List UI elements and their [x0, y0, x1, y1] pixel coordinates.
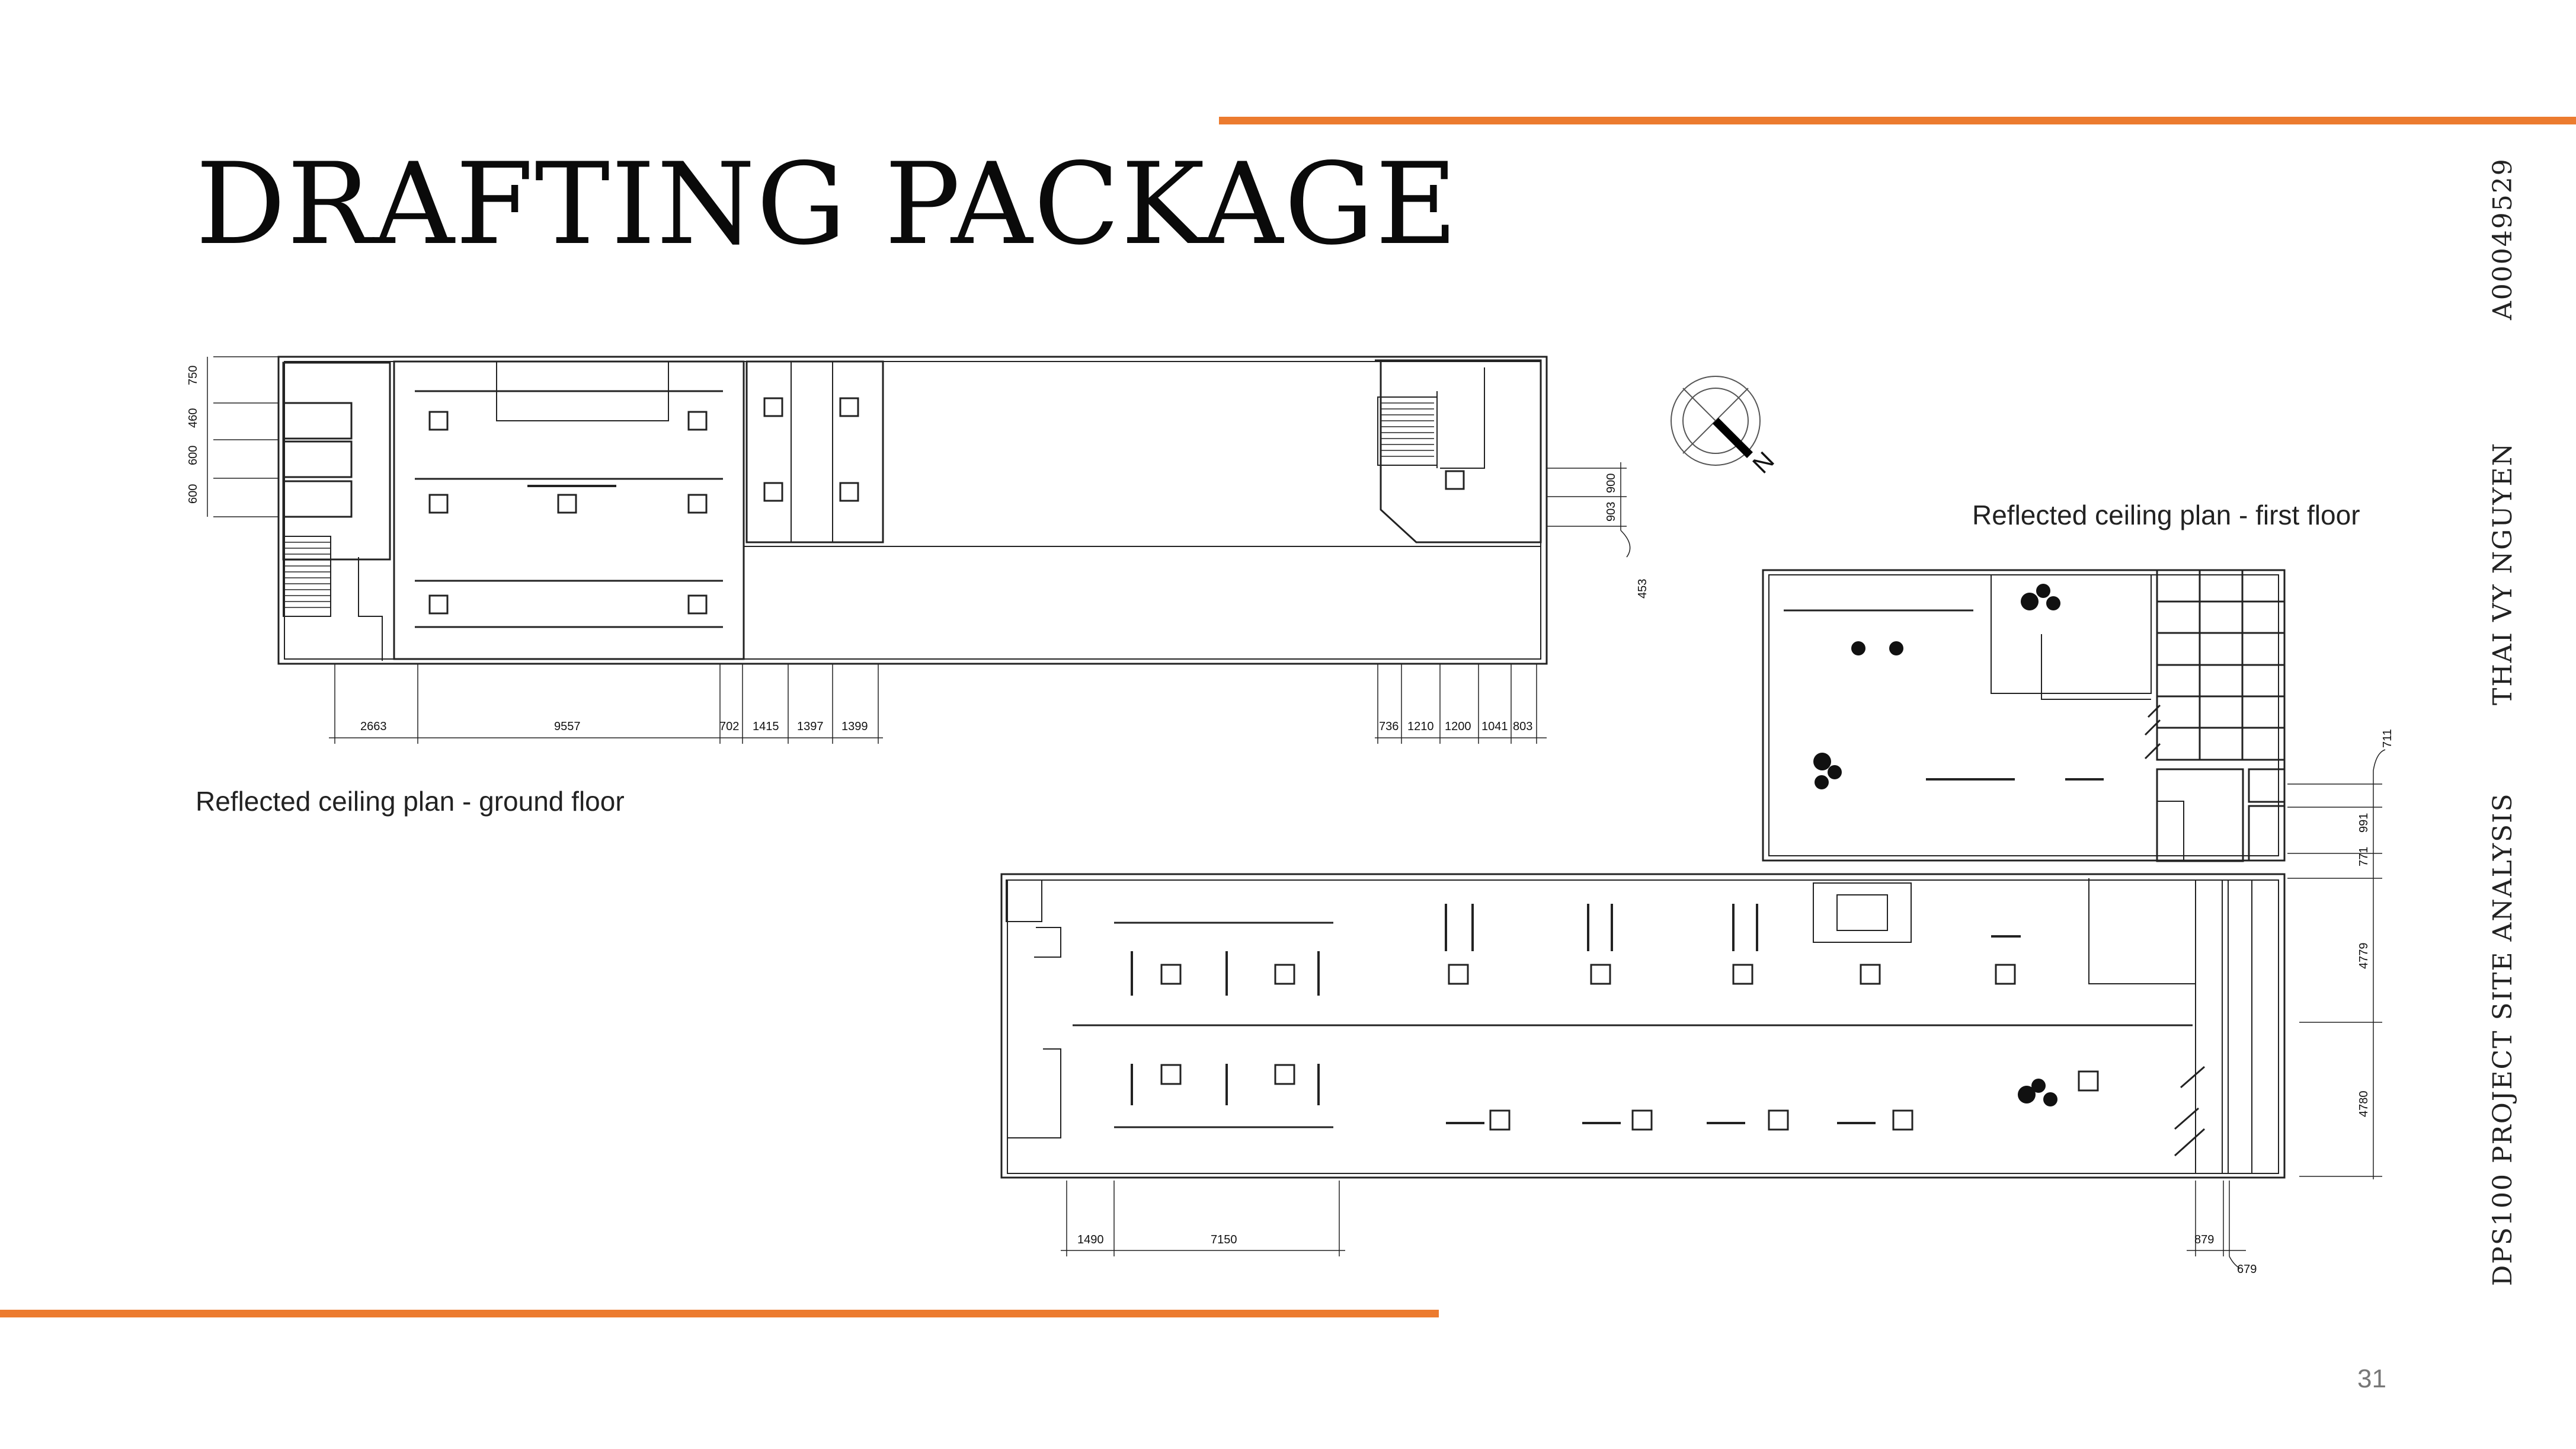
dim-gf-bottom-r3: 1041: [1481, 720, 1508, 733]
north-compass: [1671, 376, 1761, 466]
dim-ff-right-1: 991: [2357, 813, 2370, 833]
dim-ff-right-0: 711: [2381, 729, 2394, 748]
round-light-fixtures: [1813, 584, 2060, 1106]
dim-gf-bottom-r2: 1200: [1445, 720, 1471, 733]
dim-gf-right-0: 900: [1605, 474, 1618, 493]
dim-gf-bottom-0: 2663: [360, 720, 387, 733]
dim-ff-bottom-1: 7150: [1211, 1233, 1237, 1246]
dim-ff-right-2: 771: [2357, 847, 2370, 866]
dim-gf-right-1: 903: [1605, 502, 1618, 522]
top-accent-rule: [1219, 117, 2576, 124]
dim-gf-left-0: 750: [187, 366, 200, 385]
dim-ff-bottom-0: 1490: [1077, 1233, 1104, 1246]
dim-gf-left-2: 600: [187, 446, 200, 465]
compass-north-label: N: [1747, 446, 1780, 479]
dim-ff-bottom-2: 879: [2194, 1233, 2214, 1246]
dim-ff-right-3: 4779: [2357, 943, 2370, 970]
dim-gf-bottom-r4: 803: [1513, 720, 1532, 733]
dim-gf-bottom-1: 9557: [554, 720, 581, 733]
dim-gf-right-2: 453: [1636, 579, 1649, 599]
dim-gf-bottom-3: 1415: [753, 720, 779, 733]
dim-ff-bottom-3: 679: [2237, 1263, 2257, 1276]
page-title: DRAFTING PACKAGE: [196, 139, 1459, 270]
dim-gf-bottom-r0: 736: [1379, 720, 1399, 733]
bottom-accent-rule: [0, 1310, 1439, 1317]
dim-gf-bottom-5: 1399: [841, 720, 868, 733]
dim-gf-left-1: 460: [187, 408, 200, 428]
dim-gf-bottom-r1: 1210: [1407, 720, 1434, 733]
first-floor-plan: [1000, 569, 2386, 1269]
dim-gf-left-3: 600: [187, 484, 200, 504]
first-floor-caption: Reflected ceiling plan - first floor: [1972, 500, 2360, 530]
dim-gf-bottom-4: 1397: [797, 720, 824, 733]
page-number: 31: [2357, 1364, 2386, 1393]
ground-floor-plan: [207, 356, 1631, 744]
dim-gf-bottom-2: 702: [719, 720, 739, 733]
ground-floor-caption: Reflected ceiling plan - ground floor: [196, 786, 625, 817]
dim-ff-right-4: 4780: [2357, 1091, 2370, 1118]
